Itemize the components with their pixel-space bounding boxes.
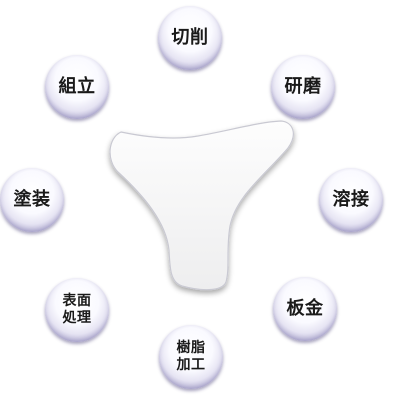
- process-bubble-painting: 塗装: [0, 168, 64, 232]
- process-label-surface-line1: 表面: [62, 293, 92, 310]
- process-label-sheet-metal: 板金: [286, 297, 324, 319]
- process-bubble-grinding: 研磨: [271, 55, 335, 119]
- process-label-assembly: 組立: [58, 75, 96, 97]
- process-bubble-resin: 樹脂 加工: [159, 325, 223, 389]
- process-bubble-welding: 溶接: [319, 168, 383, 232]
- process-bubble-assembly: 組立: [45, 55, 109, 119]
- process-label-grinding: 研磨: [284, 75, 322, 97]
- process-bubble-surface: 表面 処理: [45, 278, 109, 342]
- process-label-resin-line2: 加工: [176, 357, 206, 373]
- process-label-painting: 塗装: [13, 188, 51, 210]
- process-label-surface-line2: 処理: [62, 310, 92, 326]
- process-label-resin-line1: 樹脂: [176, 340, 206, 357]
- process-label-cutting: 切削: [171, 26, 209, 48]
- process-bubble-cutting: 切削: [158, 6, 222, 70]
- process-label-surface: 表面 処理: [63, 293, 92, 327]
- process-label-welding: 溶接: [332, 188, 370, 210]
- process-label-resin: 樹脂 加工: [177, 340, 206, 374]
- process-bubble-sheet-metal: 板金: [273, 277, 337, 341]
